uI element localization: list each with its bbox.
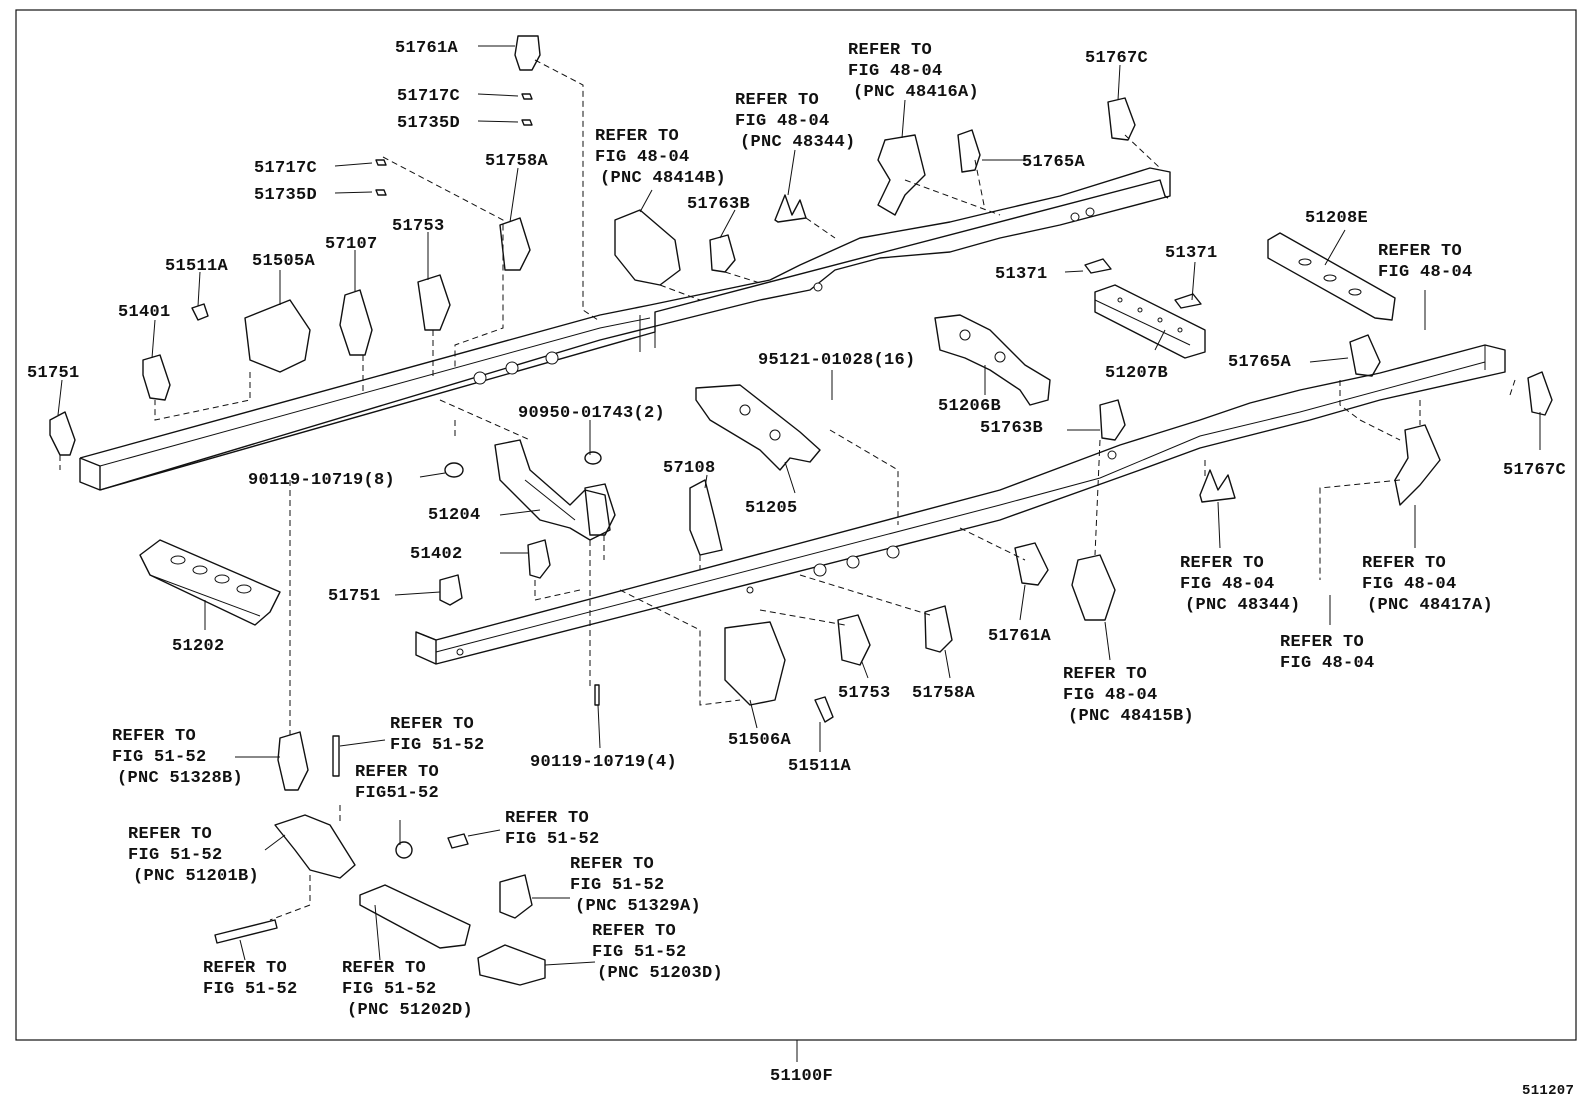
label-refer-48-04-right-bottom: REFER TO FIG 48-04 — [1280, 633, 1375, 673]
label-51205: 51205 — [745, 499, 798, 518]
label-51758a-top: 51758A — [485, 152, 549, 171]
label-refer-48415b: REFER TO FIG 48-04 (PNC 48415B) — [1063, 665, 1194, 726]
label-51401: 51401 — [118, 303, 171, 322]
label-51371-left: 51371 — [995, 265, 1048, 284]
cross-member-51205[interactable] — [695, 384, 821, 471]
label-51402: 51402 — [410, 545, 463, 564]
right-side-rail[interactable] — [415, 344, 1506, 665]
label-51758a-bottom: 51758A — [912, 684, 976, 703]
label-refer-51-52-nut: REFER TO FIG 51-52 — [505, 809, 600, 849]
label-refer-48-04-right-top: REFER TO FIG 48-04 — [1378, 242, 1473, 282]
label-51735d-left: 51735D — [254, 186, 317, 205]
label-90950-01743: 90950-01743(2) — [518, 404, 665, 423]
label-51751-left: 51751 — [27, 364, 80, 383]
label-51206b: 51206B — [938, 397, 1001, 416]
label-51763b-right: 51763B — [980, 419, 1043, 438]
cross-member-51206b[interactable] — [934, 314, 1051, 406]
leader-lines — [57, 45, 1541, 966]
bracket-parts — [49, 35, 1553, 723]
label-51511a-top: 51511A — [165, 257, 229, 276]
label-51767c-top: 51767C — [1085, 49, 1148, 68]
label-51371-right: 51371 — [1165, 244, 1218, 263]
label-51765a-top: 51765A — [1022, 153, 1086, 172]
label-refer-48416a: REFER TO FIG 48-04 (PNC 48416A) — [848, 41, 979, 102]
label-51761a-right: 51761A — [988, 627, 1052, 646]
label-refer-51201b: REFER TO FIG 51-52 (PNC 51201B) — [128, 825, 259, 886]
label-51717c-top: 51717C — [397, 87, 460, 106]
figure-number: 511207 — [1522, 1083, 1574, 1099]
label-51208e: 51208E — [1305, 209, 1368, 228]
label-51207b: 51207B — [1105, 364, 1168, 383]
cross-member-51202[interactable] — [139, 539, 281, 626]
label-refer-51-52-washer: REFER TO FIG51-52 — [355, 763, 450, 803]
refer-parts — [214, 731, 546, 986]
label-51753-bottom: 51753 — [838, 684, 891, 703]
label-95121-01028: 95121-01028(16) — [758, 351, 916, 370]
label-51761a-top: 51761A — [395, 39, 459, 58]
figure-border — [15, 9, 1577, 1041]
label-51767c-right: 51767C — [1503, 461, 1566, 480]
label-refer-48414b: REFER TO FIG 48-04 (PNC 48414B) — [595, 127, 726, 188]
cross-member-51208e[interactable] — [1267, 232, 1396, 321]
label-refer-51328b: REFER TO FIG 51-52 (PNC 51328B) — [112, 727, 243, 788]
label-51511a-bottom: 51511A — [788, 757, 852, 776]
label-90119-10719-4: 90119-10719(4) — [530, 753, 677, 772]
label-refer-51329a: REFER TO FIG 51-52 (PNC 51329A) — [570, 855, 701, 916]
label-refer-51203d: REFER TO FIG 51-52 (PNC 51203D) — [592, 922, 723, 983]
label-refer-51-52-bolt: REFER TO FIG 51-52 — [390, 715, 485, 755]
label-57107: 57107 — [325, 235, 378, 254]
label-51763b-top: 51763B — [687, 195, 750, 214]
label-refer-51-52-long-bolt: REFER TO FIG 51-52 — [203, 959, 298, 999]
label-51506a: 51506A — [728, 731, 792, 750]
label-51505a: 51505A — [252, 252, 316, 271]
label-90119-10719-8: 90119-10719(8) — [248, 471, 395, 490]
assembly-number: 51100F — [770, 1067, 833, 1086]
label-refer-48417a: REFER TO FIG 48-04 (PNC 48417A) — [1362, 554, 1493, 615]
label-51202: 51202 — [172, 637, 225, 656]
label-51204: 51204 — [428, 506, 481, 525]
label-51765a-right: 51765A — [1228, 353, 1292, 372]
label-51751-mid: 51751 — [328, 587, 381, 606]
label-refer-48344-right: REFER TO FIG 48-04 (PNC 48344) — [1180, 554, 1301, 615]
label-57108: 57108 — [663, 459, 716, 478]
cross-member-51204[interactable] — [494, 439, 611, 541]
label-51753-top: 51753 — [392, 217, 445, 236]
left-side-rail[interactable] — [79, 167, 1171, 491]
cross-member-51207b[interactable] — [1094, 284, 1206, 359]
label-refer-48344-top: REFER TO FIG 48-04 (PNC 48344) — [735, 91, 856, 152]
label-51717c-left: 51717C — [254, 159, 317, 178]
label-51735d-top: 51735D — [397, 114, 460, 133]
label-refer-51202d: REFER TO FIG 51-52 (PNC 51202D) — [342, 959, 473, 1020]
dashed-callouts — [59, 59, 1516, 921]
